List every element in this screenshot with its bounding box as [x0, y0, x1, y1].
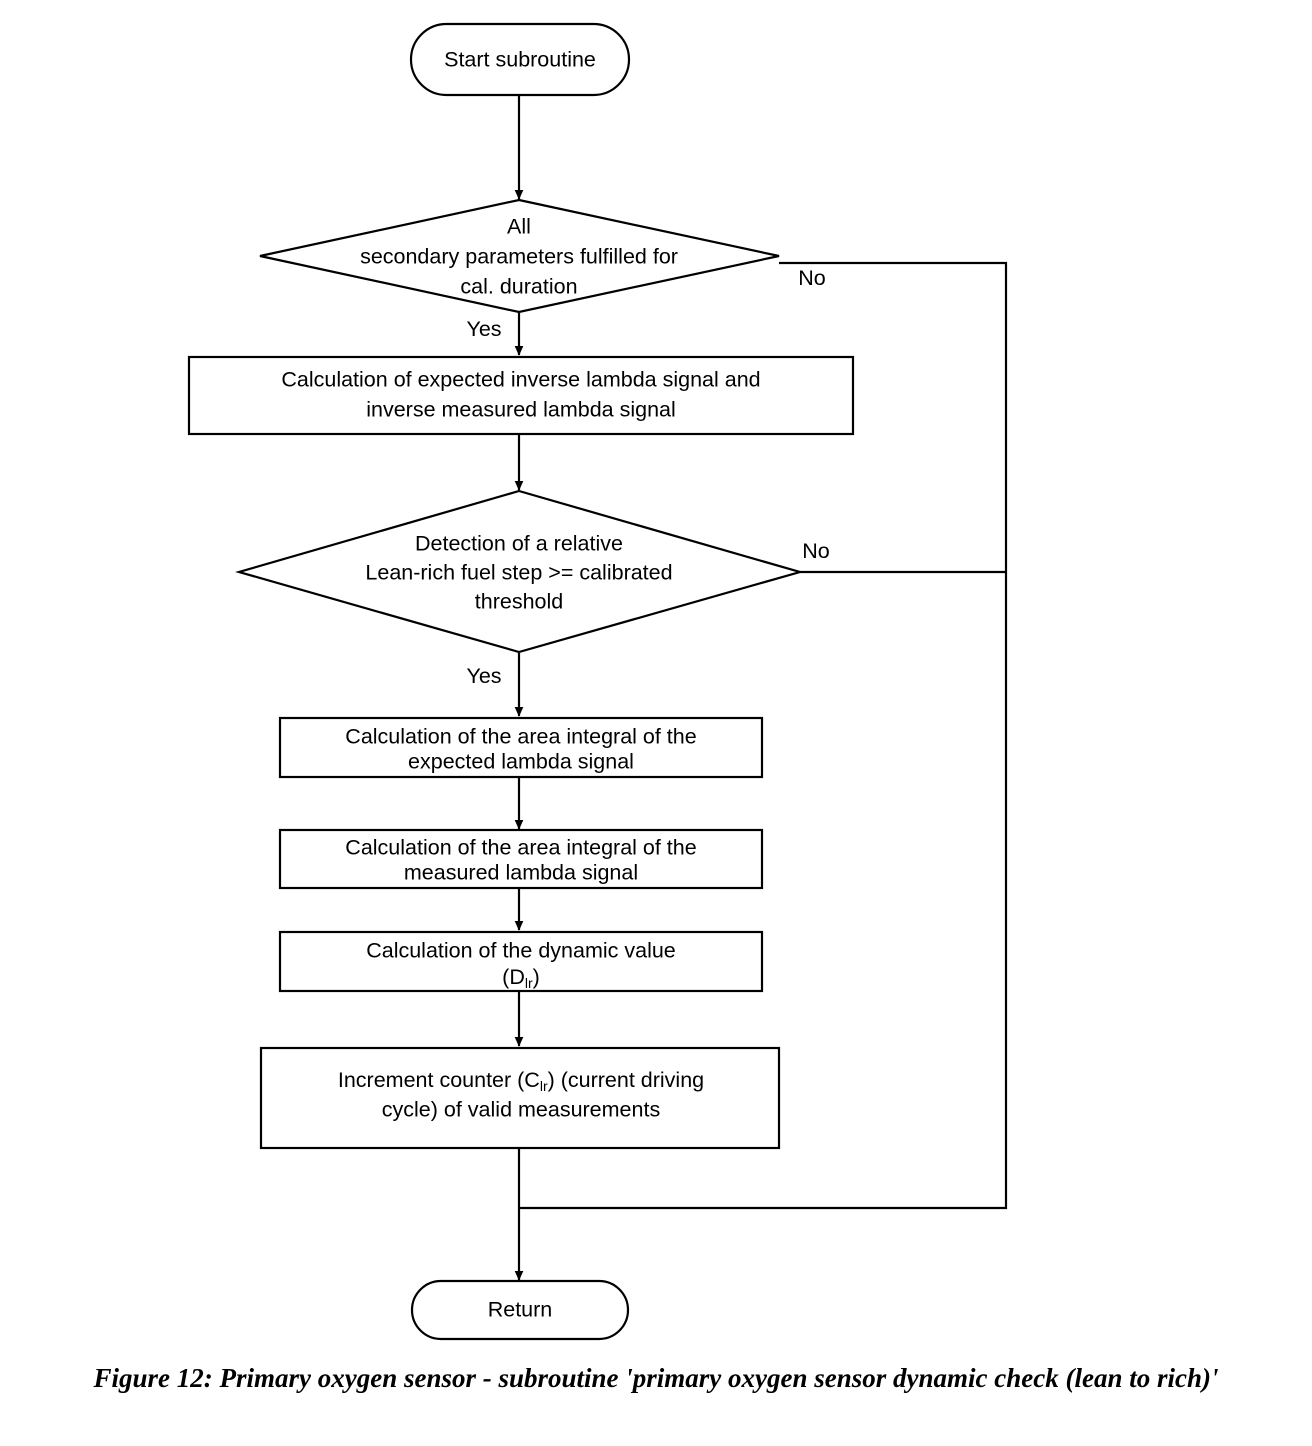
- process5-line1-subscript: lr: [540, 1078, 548, 1094]
- decision2-line1: Detection of a relative: [415, 532, 623, 556]
- process5-shape: [259, 1046, 781, 1150]
- process2-line2: expected lambda signal: [408, 750, 634, 774]
- connector-layer: [514, 95, 1008, 1281]
- node-process-area-integral-measured: Calculation of the area integral of the …: [278, 828, 764, 890]
- process5-line1-prefix: Increment counter (C: [338, 1068, 540, 1092]
- node-process-calc-inverse-lambda: Calculation of expected inverse lambda s…: [187, 355, 855, 436]
- decision1-shape: [259, 198, 780, 314]
- start-label: Start subroutine: [444, 48, 596, 72]
- node-decision-secondary-parameters: All secondary parameters fulfilled for c…: [259, 198, 826, 341]
- process2-shape: [278, 716, 764, 779]
- node-end: Return: [410, 1279, 630, 1341]
- decision2-line3: threshold: [475, 590, 563, 614]
- decision2-line2: Lean-rich fuel step >= calibrated: [365, 561, 672, 585]
- decision2-yes-label: Yes: [466, 664, 501, 688]
- decision1-line3: cal. duration: [460, 275, 577, 299]
- node-start: Start subroutine: [409, 22, 631, 97]
- node-decision-lean-rich-fuel-step: Detection of a relative Lean-rich fuel s…: [235, 489, 830, 688]
- process4-line2-subscript: lr: [525, 975, 533, 991]
- decision1-no-label: No: [798, 266, 826, 290]
- process3-line2: measured lambda signal: [404, 861, 638, 885]
- node-process-calc-dynamic-value: Calculation of the dynamic value (Dlr): [278, 930, 764, 993]
- decision1-line1: All: [507, 215, 531, 239]
- process4-shape: [278, 930, 764, 993]
- process3-line1: Calculation of the area integral of the: [345, 836, 696, 860]
- process4-line2: (Dlr): [502, 965, 540, 991]
- decision2-shape: [235, 489, 804, 654]
- node-process-increment-counter: Increment counter (Clr) (current driving…: [259, 1046, 781, 1150]
- figure-caption: Figure 12: Primary oxygen sensor - subro…: [93, 1363, 1219, 1393]
- process4-line2-prefix: (D: [502, 965, 525, 989]
- process1-line1: Calculation of expected inverse lambda s…: [281, 368, 760, 392]
- process1-line2: inverse measured lambda signal: [366, 398, 676, 422]
- connector-decision1-no-bypass: [519, 261, 1008, 1210]
- decision2-no-label: No: [802, 539, 830, 563]
- process4-line2-suffix: ): [533, 965, 540, 989]
- process1-shape: [187, 355, 855, 436]
- process2-line1: Calculation of the area integral of the: [345, 725, 696, 749]
- return-terminator-shape: [410, 1279, 630, 1341]
- return-label: Return: [488, 1298, 553, 1322]
- process5-line1-suffix: ) (current driving: [548, 1068, 705, 1092]
- node-process-area-integral-expected: Calculation of the area integral of the …: [278, 716, 764, 779]
- decision1-line2: secondary parameters fulfilled for: [360, 245, 678, 269]
- decision1-yes-label: Yes: [466, 317, 501, 341]
- start-terminator-shape: [409, 22, 631, 97]
- process4-line1: Calculation of the dynamic value: [366, 939, 676, 963]
- process3-shape: [278, 828, 764, 890]
- process5-line2: cycle) of valid measurements: [382, 1098, 660, 1122]
- process5-line1: Increment counter (Clr) (current driving: [338, 1068, 704, 1094]
